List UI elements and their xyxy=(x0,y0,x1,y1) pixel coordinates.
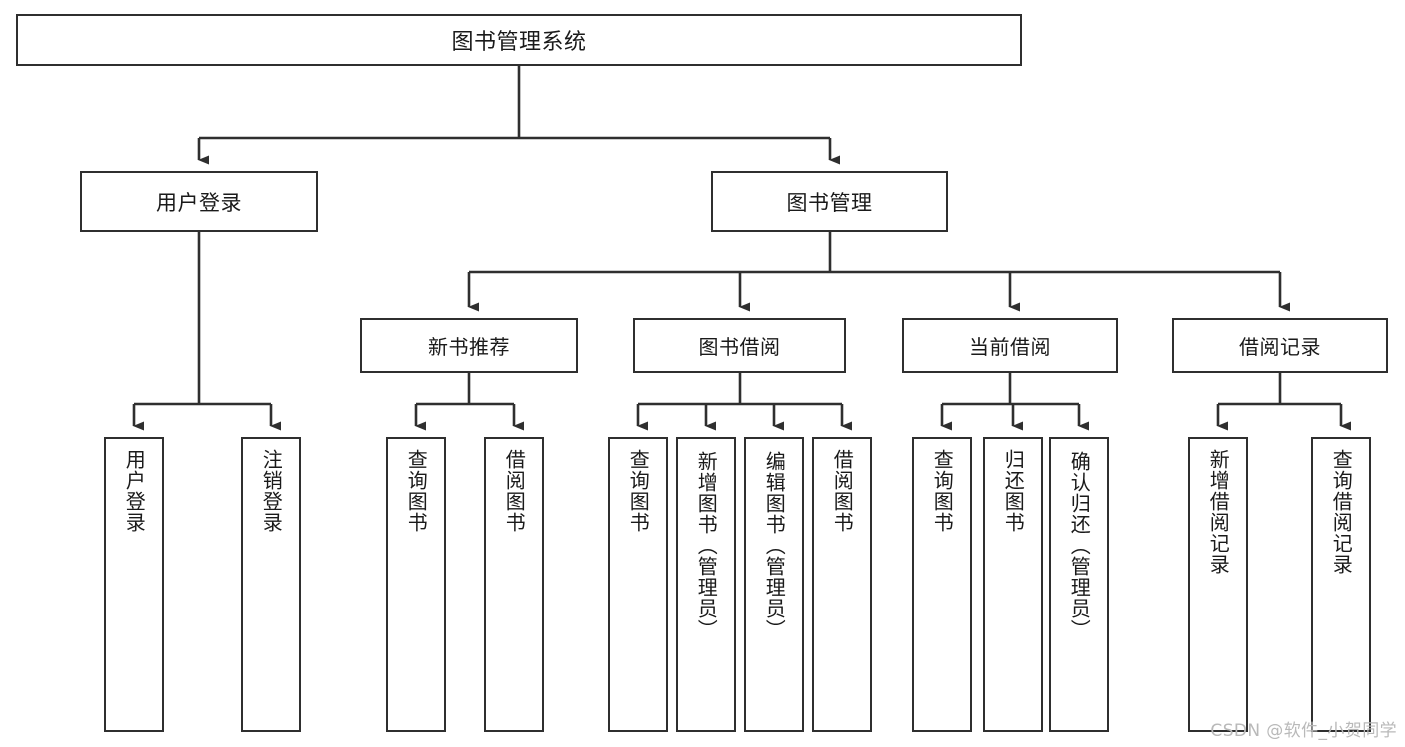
node-book-manage[interactable]: 图书管理 xyxy=(711,171,948,232)
leaf-label: 查询图书 xyxy=(626,449,651,533)
node-root-system[interactable]: 图书管理系统 xyxy=(16,14,1022,66)
node-label: 图书管理 xyxy=(786,190,873,215)
leaf-return-book[interactable]: 归还图书 xyxy=(983,437,1043,732)
node-label: 图书借阅 xyxy=(698,335,781,359)
leaf-add-borrow-record[interactable]: 新增借阅记录 xyxy=(1188,437,1248,732)
csdn-watermark: CSDN @软件_小贺同学 xyxy=(1210,721,1397,741)
node-new-book-recommend[interactable]: 新书推荐 xyxy=(360,318,578,373)
node-label: 借阅记录 xyxy=(1239,335,1321,359)
leaf-borrow-book-recommend[interactable]: 借阅图书 xyxy=(484,437,544,732)
leaf-label: 编辑图书（管理员） xyxy=(762,451,787,640)
leaf-label: 新增图书（管理员） xyxy=(694,451,719,640)
leaf-label: 查询借阅记录 xyxy=(1329,449,1354,575)
node-label: 用户登录 xyxy=(156,190,242,215)
leaf-edit-book-admin[interactable]: 编辑图书（管理员） xyxy=(744,437,804,732)
leaf-label: 注销登录 xyxy=(259,449,284,533)
node-user-login[interactable]: 用户登录 xyxy=(80,171,318,232)
leaf-query-book-recommend[interactable]: 查询图书 xyxy=(386,437,446,732)
leaf-confirm-return-admin[interactable]: 确认归还（管理员） xyxy=(1049,437,1109,732)
leaf-label: 新增借阅记录 xyxy=(1206,449,1231,575)
node-label: 当前借阅 xyxy=(969,335,1051,359)
leaf-logout-login[interactable]: 注销登录 xyxy=(241,437,301,732)
leaf-user-login[interactable]: 用户登录 xyxy=(104,437,164,732)
leaf-label: 用户登录 xyxy=(122,449,147,533)
node-book-borrow[interactable]: 图书借阅 xyxy=(633,318,846,373)
leaf-query-book-current[interactable]: 查询图书 xyxy=(912,437,972,732)
leaf-label: 查询图书 xyxy=(930,449,955,533)
node-current-borrow[interactable]: 当前借阅 xyxy=(902,318,1118,373)
leaf-label: 借阅图书 xyxy=(830,449,855,533)
node-borrow-record[interactable]: 借阅记录 xyxy=(1172,318,1388,373)
leaf-borrow-book[interactable]: 借阅图书 xyxy=(812,437,872,732)
leaf-label: 借阅图书 xyxy=(502,449,527,533)
leaf-label: 确认归还（管理员） xyxy=(1067,451,1092,640)
node-label: 新书推荐 xyxy=(428,335,510,359)
node-label: 图书管理系统 xyxy=(451,30,587,55)
leaf-add-book-admin[interactable]: 新增图书（管理员） xyxy=(676,437,736,732)
leaf-query-book-borrow[interactable]: 查询图书 xyxy=(608,437,668,732)
leaf-label: 归还图书 xyxy=(1001,449,1026,533)
leaf-query-borrow-record[interactable]: 查询借阅记录 xyxy=(1311,437,1371,732)
leaf-label: 查询图书 xyxy=(404,449,429,533)
